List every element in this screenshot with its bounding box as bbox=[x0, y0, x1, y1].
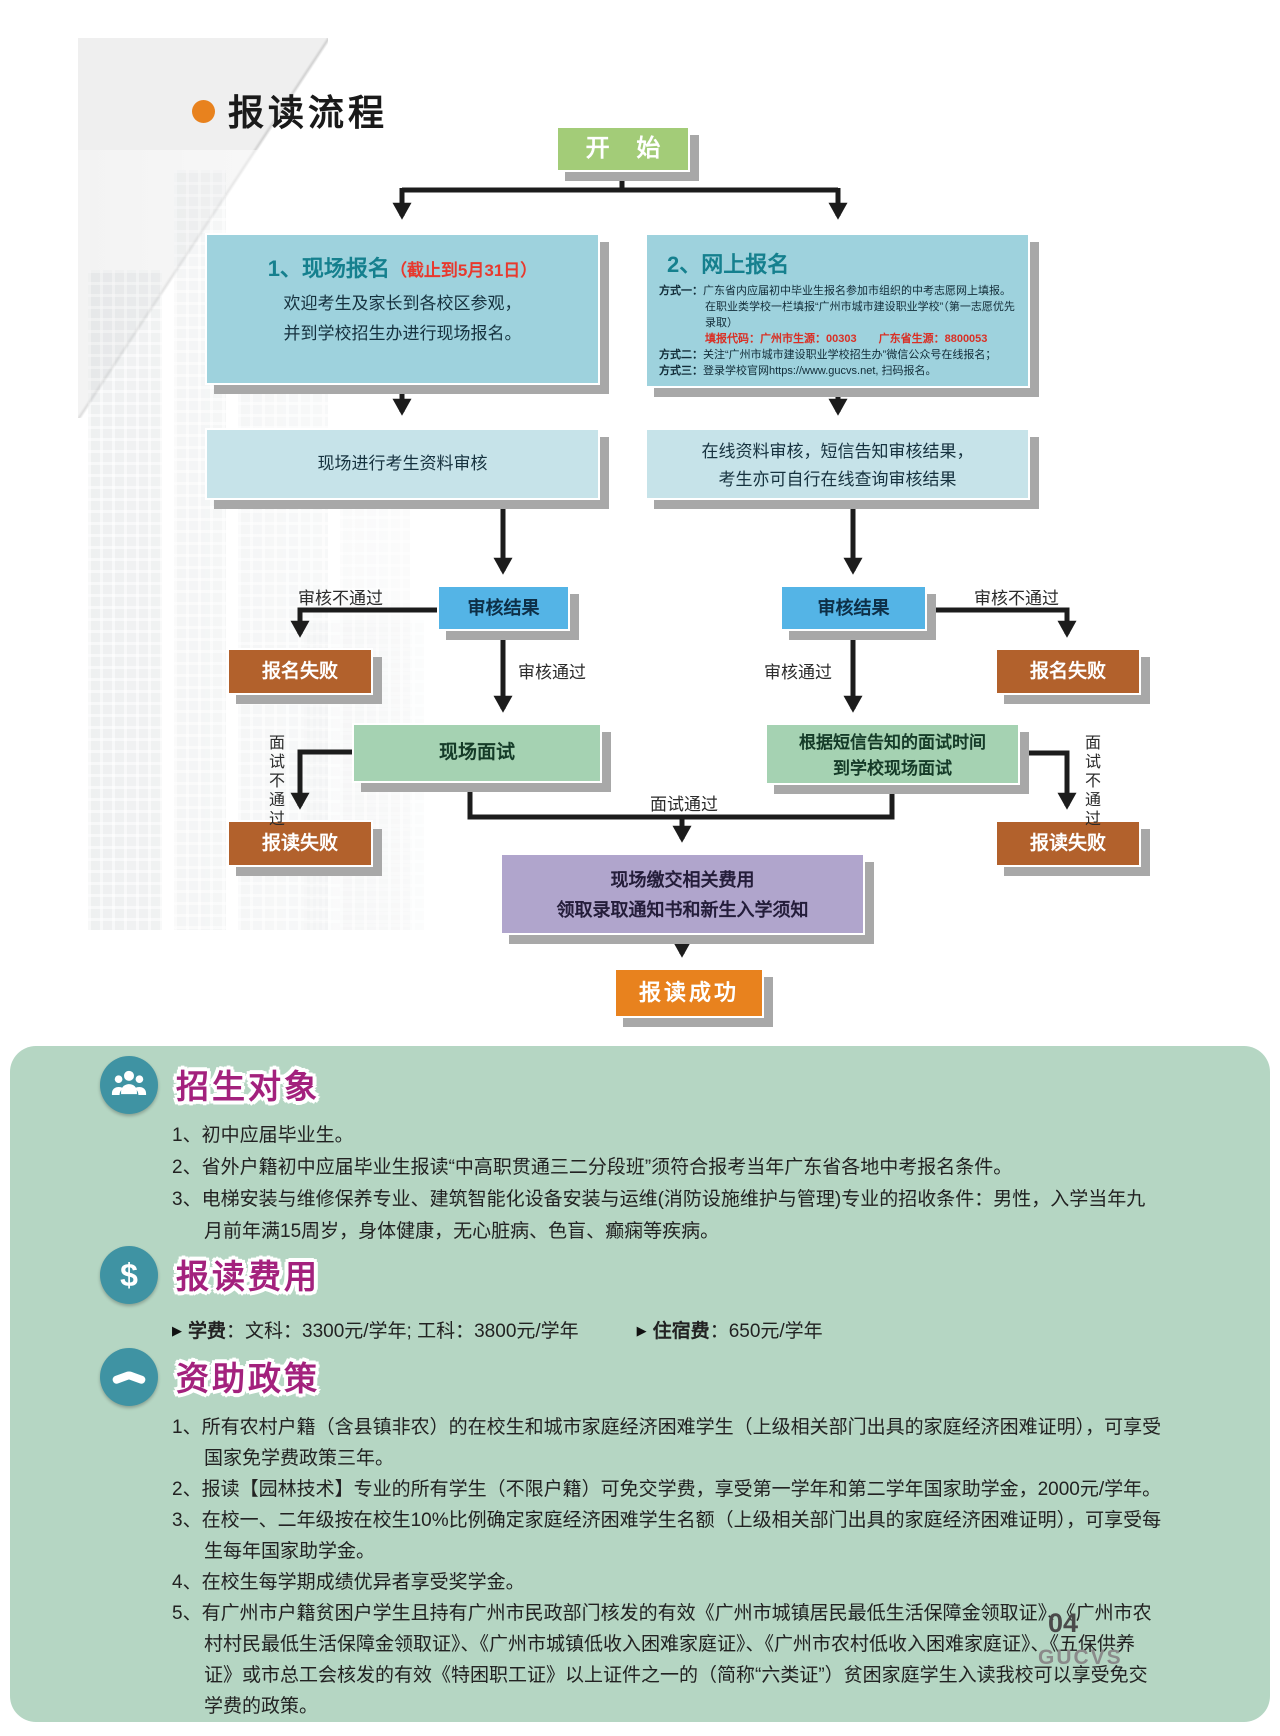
online-interview-line-1: 根据短信告知的面试时间 bbox=[799, 733, 986, 752]
interview-fail-label-left: 面试不通过 bbox=[266, 734, 283, 829]
review-pass-label-right: 审核通过 bbox=[764, 663, 832, 682]
method-2-text: 关注“广州市城市建设职业学校招生办”微信公众号在线报名； bbox=[703, 349, 997, 361]
registration-failed-left-text: 报名失败 bbox=[261, 661, 338, 682]
flow-success-box: 报读成功 bbox=[614, 968, 764, 1018]
flow-onsite-review-box: 现场进行考生资料审核 bbox=[205, 428, 600, 500]
online-review-line-2: 考生亦可自行在线查询审核结果 bbox=[718, 470, 957, 489]
people-icon-glyph bbox=[111, 1070, 147, 1095]
online-code-line: 填报代码：广州市生源：00303 广东省生源：8800053 bbox=[705, 333, 988, 345]
review-fail-label-right: 审核不通过 bbox=[974, 589, 1059, 608]
flow-registration-failed-left-box: 报名失败 bbox=[227, 648, 373, 695]
page-number: 04 bbox=[1048, 1608, 1079, 1638]
flow-online-registration-box: 2、网上报名 方式一：广东省内应届初中毕业生报名参加市组织的中考志愿网上填报。在… bbox=[645, 233, 1030, 388]
page-title: 报读流程 bbox=[228, 92, 389, 133]
dollar-icon-glyph: $ bbox=[120, 1257, 138, 1293]
payment-line-1: 现场缴交相关费用 bbox=[610, 870, 755, 890]
review-result-right-text: 审核结果 bbox=[817, 598, 890, 618]
aid-list: 1、所有农村户籍（含县镇非农）的在校生和城市家庭经济困难学生（上级相关部门出具的… bbox=[172, 1412, 1162, 1722]
success-text: 报读成功 bbox=[638, 980, 739, 1005]
method-3-text: 登录学校官网https://www.gucvs.net, 扫码报名。 bbox=[703, 365, 937, 377]
flow-payment-box: 现场缴交相关费用 领取录取通知书和新生入学须知 bbox=[500, 853, 865, 935]
dollar-icon: $ bbox=[100, 1246, 158, 1304]
method-1-label: 方式一： bbox=[659, 285, 703, 297]
online-review-line-1: 在线资料审核，短信告知审核结果， bbox=[701, 442, 974, 461]
online-registration-title: 2、网上报名 bbox=[667, 252, 790, 277]
section-title-aid: 资助政策 bbox=[176, 1360, 320, 1397]
aid-item-2: 2、报读【园林技术】专业的所有学生（不限户籍）可免交学费，享受第一学年和第二学年… bbox=[172, 1479, 1162, 1500]
targets-list: 1、初中应届毕业生。 2、省外户籍初中应届毕业生报读“中高职贯通三二分段班”须符… bbox=[172, 1120, 1157, 1248]
interview-pass-label: 面试通过 bbox=[650, 795, 718, 814]
info-panel bbox=[10, 1046, 1270, 1722]
brand-label: GUCVS bbox=[1038, 1646, 1123, 1669]
online-method-3: 方式三：登录学校官网https://www.gucvs.net, 扫码报名。 bbox=[659, 363, 1016, 379]
triangle-bullet-icon: ▶ bbox=[172, 1323, 182, 1338]
flow-registration-failed-right-box: 报名失败 bbox=[995, 648, 1141, 695]
onsite-line-1: 欢迎考生及家长到各校区参观， bbox=[283, 294, 522, 313]
review-fail-label-left: 审核不通过 bbox=[298, 589, 383, 608]
targets-item-1: 1、初中应届毕业生。 bbox=[172, 1125, 354, 1146]
triangle-bullet-icon: ▶ bbox=[636, 1323, 647, 1338]
review-pass-label-left: 审核通过 bbox=[518, 663, 586, 682]
handshake-icon-glyph bbox=[112, 1371, 146, 1384]
flow-online-interview-box: 根据短信告知的面试时间 到学校现场面试 bbox=[765, 723, 1020, 785]
handshake-icon bbox=[100, 1348, 158, 1406]
tuition-text: ：文科：3300元/学年; 工科：3800元/学年 bbox=[226, 1321, 579, 1342]
flow-onsite-registration-box: 1、现场报名（截止到5月31日） 欢迎考生及家长到各校区参观， 并到学校招生办进… bbox=[205, 233, 600, 385]
onsite-registration-title: 1、现场报名（截止到5月31日） bbox=[207, 251, 598, 283]
title-bullet-icon bbox=[192, 100, 215, 123]
lodging-text: ：650元/学年 bbox=[709, 1321, 823, 1342]
tuition-label: 学费 bbox=[188, 1321, 227, 1342]
flowchart-connectors bbox=[290, 172, 1077, 958]
flow-start-box: 开 始 bbox=[556, 126, 690, 172]
flow-enroll-failed-right-box: 报读失败 bbox=[995, 820, 1141, 867]
section-title-targets: 招生对象 bbox=[176, 1068, 320, 1105]
method-1-text: 广东省内应届初中毕业生报名参加市组织的中考志愿网上填报。在职业类学校一栏填报“广… bbox=[703, 285, 1015, 329]
registration-failed-right-text: 报名失败 bbox=[1029, 661, 1106, 682]
section-title-fees: 报读费用 bbox=[176, 1258, 320, 1295]
aid-item-5: 5、有广州市户籍贫困户学生且持有广州市民政部门核发的有效《广州市城镇居民最低生活… bbox=[172, 1603, 1152, 1717]
enroll-failed-right-text: 报读失败 bbox=[1029, 833, 1106, 854]
aid-item-1: 1、所有农村户籍（含县镇非农）的在校生和城市家庭经济困难学生（上级相关部门出具的… bbox=[172, 1417, 1162, 1469]
targets-item-2: 2、省外户籍初中应届毕业生报读“中高职贯通三二分段班”须符合报考当年广东省各地中… bbox=[172, 1157, 1013, 1178]
people-icon bbox=[100, 1056, 158, 1114]
fees-line: ▶ 学费：文科：3300元/学年; 工科：3800元/学年 ▶ 住宿费：650元/学年 bbox=[172, 1316, 823, 1343]
onsite-line-2: 并到学校招生办进行现场报名。 bbox=[283, 324, 522, 343]
flow-onsite-interview-box: 现场面试 bbox=[352, 723, 602, 783]
flow-review-result-left-box: 审核结果 bbox=[437, 585, 570, 631]
online-method-2: 方式二：关注“广州市城市建设职业学校招生办”微信公众号在线报名； bbox=[659, 347, 1016, 363]
aid-item-4: 4、在校生每学期成绩优异者享受奖学金。 bbox=[172, 1572, 525, 1593]
flow-enroll-failed-left-box: 报读失败 bbox=[227, 820, 373, 867]
targets-item-3: 3、电梯安装与维修保养专业、建筑智能化设备安装与运维(消防设施维护与管理)专业的… bbox=[172, 1189, 1146, 1242]
method-3-label: 方式三： bbox=[659, 365, 703, 377]
enroll-failed-left-text: 报读失败 bbox=[261, 833, 338, 854]
flow-review-result-right-box: 审核结果 bbox=[780, 585, 927, 631]
lodging-label: 住宿费 bbox=[652, 1321, 710, 1342]
method-2-label: 方式二： bbox=[659, 349, 703, 361]
onsite-deadline-text: （截止到5月31日） bbox=[389, 261, 538, 280]
payment-line-2: 领取录取通知书和新生入学须知 bbox=[556, 900, 809, 920]
review-result-left-text: 审核结果 bbox=[467, 598, 540, 618]
onsite-interview-text: 现场面试 bbox=[438, 742, 515, 763]
flow-start-label: 开 始 bbox=[585, 135, 671, 162]
interview-fail-label-right: 面试不通过 bbox=[1082, 734, 1099, 829]
aid-item-3: 3、在校一、二年级按在校生10%比例确定家庭经济困难学生名额（上级相关部门出具的… bbox=[172, 1510, 1162, 1562]
onsite-title-text: 1、现场报名 bbox=[267, 256, 390, 281]
online-interview-line-2: 到学校现场面试 bbox=[833, 759, 952, 778]
onsite-review-text: 现场进行考生资料审核 bbox=[317, 454, 488, 473]
online-method-1: 方式一：广东省内应届初中毕业生报名参加市组织的中考志愿网上填报。在职业类学校一栏… bbox=[659, 283, 1016, 331]
flow-online-review-box: 在线资料审核，短信告知审核结果， 考生亦可自行在线查询审核结果 bbox=[645, 428, 1030, 500]
